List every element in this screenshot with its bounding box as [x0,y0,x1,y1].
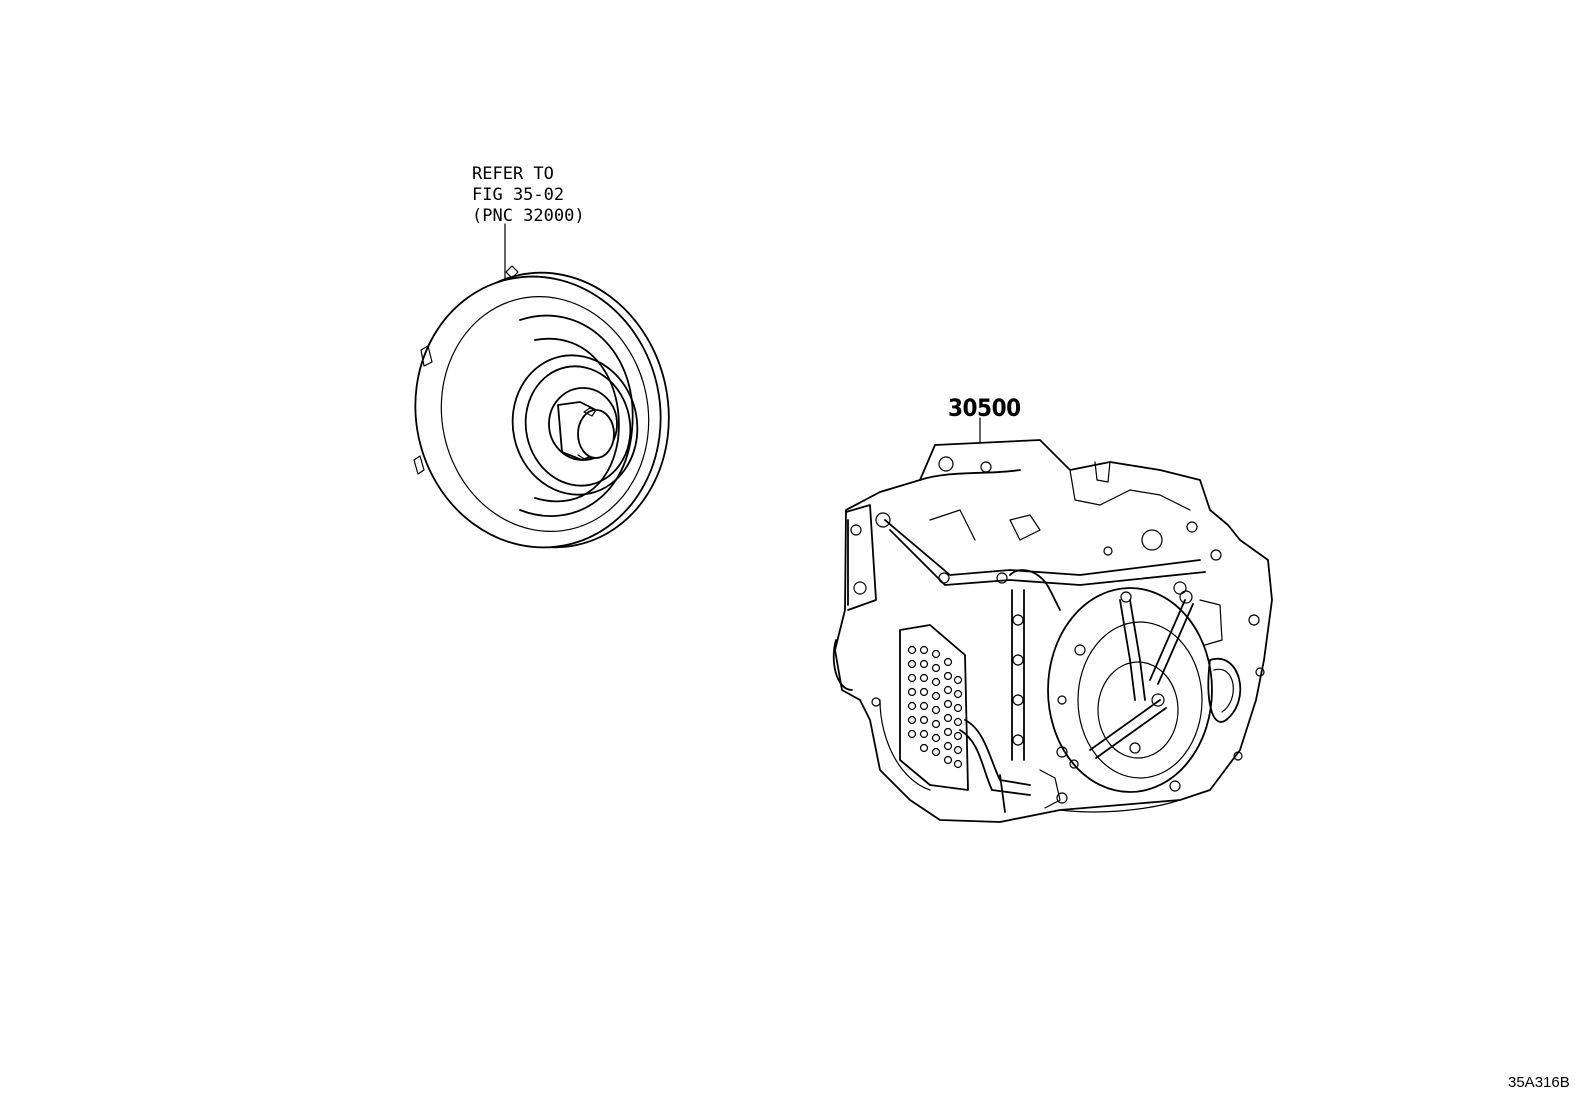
refer-line-2: FIG 35-02 [472,185,565,205]
refer-line-1: REFER TO [472,164,554,184]
transaxle-part-number-callout[interactable]: 30500 [948,394,1021,422]
strainer-grid [907,645,963,769]
transaxle-assembly-drawing [832,417,1273,823]
refer-line-3: (PNC 32000) [472,206,585,226]
torque-converter-drawing [413,223,670,549]
illustration-code: 35A316B [1508,1074,1570,1091]
